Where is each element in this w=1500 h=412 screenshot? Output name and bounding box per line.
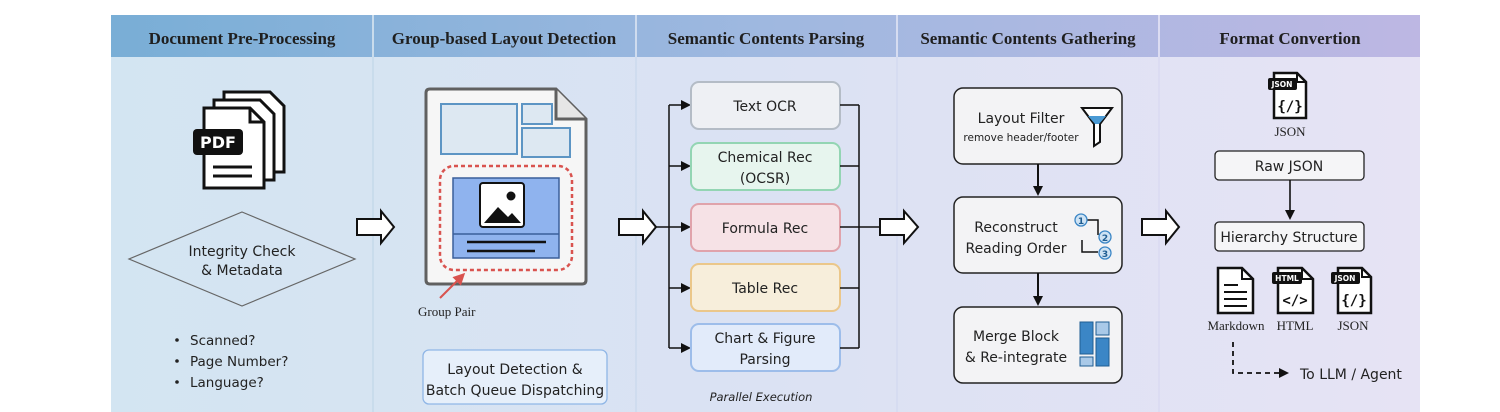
layout-filter-title: Layout Filter	[978, 111, 1065, 127]
module-text-ocr-label: Text OCR	[732, 99, 797, 115]
stage-arrow-4	[1141, 208, 1181, 246]
raw-json-label: Raw JSON	[1255, 159, 1323, 175]
parallel-execution-label: Parallel Execution	[710, 390, 813, 404]
bullet-language: Language?	[190, 375, 264, 391]
html-icon-badge: HTML	[1275, 274, 1299, 283]
merge-blocks-icon	[1079, 321, 1110, 367]
header-preprocessing: Document Pre-Processing	[149, 29, 336, 48]
reading-order-line2: Reading Order	[965, 241, 1066, 257]
html-file-icon: </>	[1272, 266, 1315, 315]
group-pair-label: Group Pair	[418, 304, 476, 319]
hierarchy-structure-label: Hierarchy Structure	[1220, 230, 1357, 246]
merge-block-line2: & Re-integrate	[965, 350, 1067, 366]
json-file-icon: {/}	[1268, 71, 1308, 120]
json-top-label: JSON	[1274, 124, 1306, 139]
svg-text:{/}: {/}	[1277, 99, 1302, 115]
layout-filter-sub: remove header/footer	[963, 132, 1079, 144]
merge-block-line1: Merge Block	[973, 329, 1060, 345]
bullet-page-number: Page Number?	[190, 354, 288, 370]
order-number-1: 1	[1078, 217, 1084, 227]
integrity-check-line2: & Metadata	[201, 263, 283, 279]
header-layout-detection: Group-based Layout Detection	[392, 29, 617, 48]
module-chart-figure-sub: Parsing	[739, 352, 790, 368]
bullet-dot	[175, 380, 179, 384]
funnel-icon	[1080, 107, 1114, 148]
module-chart-figure-label: Chart & Figure	[714, 331, 815, 347]
module-chemical-rec-label: Chemical Rec	[718, 150, 813, 166]
dispatch-line1: Layout Detection &	[447, 362, 583, 378]
header-contents-parsing: Semantic Contents Parsing	[668, 29, 865, 48]
ordering-icon	[1074, 213, 1112, 260]
hierarchy-structure-box	[1214, 221, 1365, 252]
pdf-stack-icon	[193, 90, 286, 190]
markdown-file-icon	[1216, 266, 1255, 315]
to-llm-arrow	[1232, 342, 1289, 378]
bullet-scanned: Scanned?	[190, 333, 255, 349]
json-output-icon-badge: JSON	[1334, 274, 1356, 283]
module-chemical-rec-sub: (OCSR)	[740, 171, 790, 187]
stage-arrow-2	[618, 208, 658, 246]
stage-arrow-3	[879, 208, 920, 246]
to-llm-label: To LLM / Agent	[1299, 367, 1402, 383]
bullet-dot	[175, 338, 179, 342]
svg-text:</>: </>	[1282, 293, 1307, 309]
dispatch-box	[422, 349, 608, 405]
bullet-dot	[175, 359, 179, 363]
output-json-label: JSON	[1337, 318, 1369, 333]
json-icon-badge: JSON	[1271, 80, 1293, 89]
module-formula-rec-label: Formula Rec	[722, 221, 808, 237]
output-html-label: HTML	[1277, 318, 1314, 333]
order-number-3: 3	[1102, 250, 1108, 260]
output-markdown-label: Markdown	[1207, 318, 1265, 333]
header-band	[111, 15, 1420, 57]
group-pair-pointer	[439, 272, 466, 299]
reading-order-line1: Reconstruct	[974, 220, 1058, 236]
integrity-check-line1: Integrity Check	[189, 244, 297, 260]
order-number-2: 2	[1102, 234, 1108, 244]
pdf-label: PDF	[200, 133, 236, 152]
module-table-rec-label: Table Rec	[731, 281, 798, 297]
header-contents-gathering: Semantic Contents Gathering	[920, 29, 1136, 48]
document-page-icon	[424, 87, 588, 286]
header-format-conversion: Format Convertion	[1219, 29, 1361, 48]
stage-arrow-1	[356, 208, 396, 246]
json-output-file-icon: {/}	[1331, 266, 1373, 315]
integrity-check-diamond	[127, 211, 357, 307]
dispatch-line2: Batch Queue Dispatching	[426, 383, 604, 399]
svg-text:{/}: {/}	[1341, 293, 1366, 309]
